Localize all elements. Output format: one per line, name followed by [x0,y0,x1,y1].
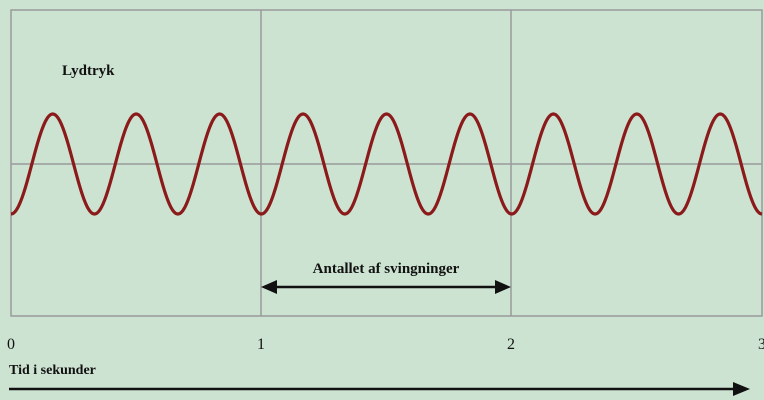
interval-arrow-right-head [495,280,511,294]
tick-label-0: 0 [7,336,15,353]
interval-marker: Antallet af svingninger [261,261,511,294]
time-arrow-head [733,382,750,396]
tick-label-1: 1 [257,336,265,353]
time-arrow [9,382,750,396]
plot-area [10,9,763,317]
interval-arrow-left-head [261,280,277,294]
tick-label-3: 3 [758,336,764,353]
x-axis-label: Tid i sekunder [9,363,96,378]
y-axis-label: Lydtryk [62,63,115,79]
tick-label-2: 2 [507,336,515,353]
interval-label: Antallet af svingninger [313,261,460,277]
sound-pressure-wave [10,112,763,216]
